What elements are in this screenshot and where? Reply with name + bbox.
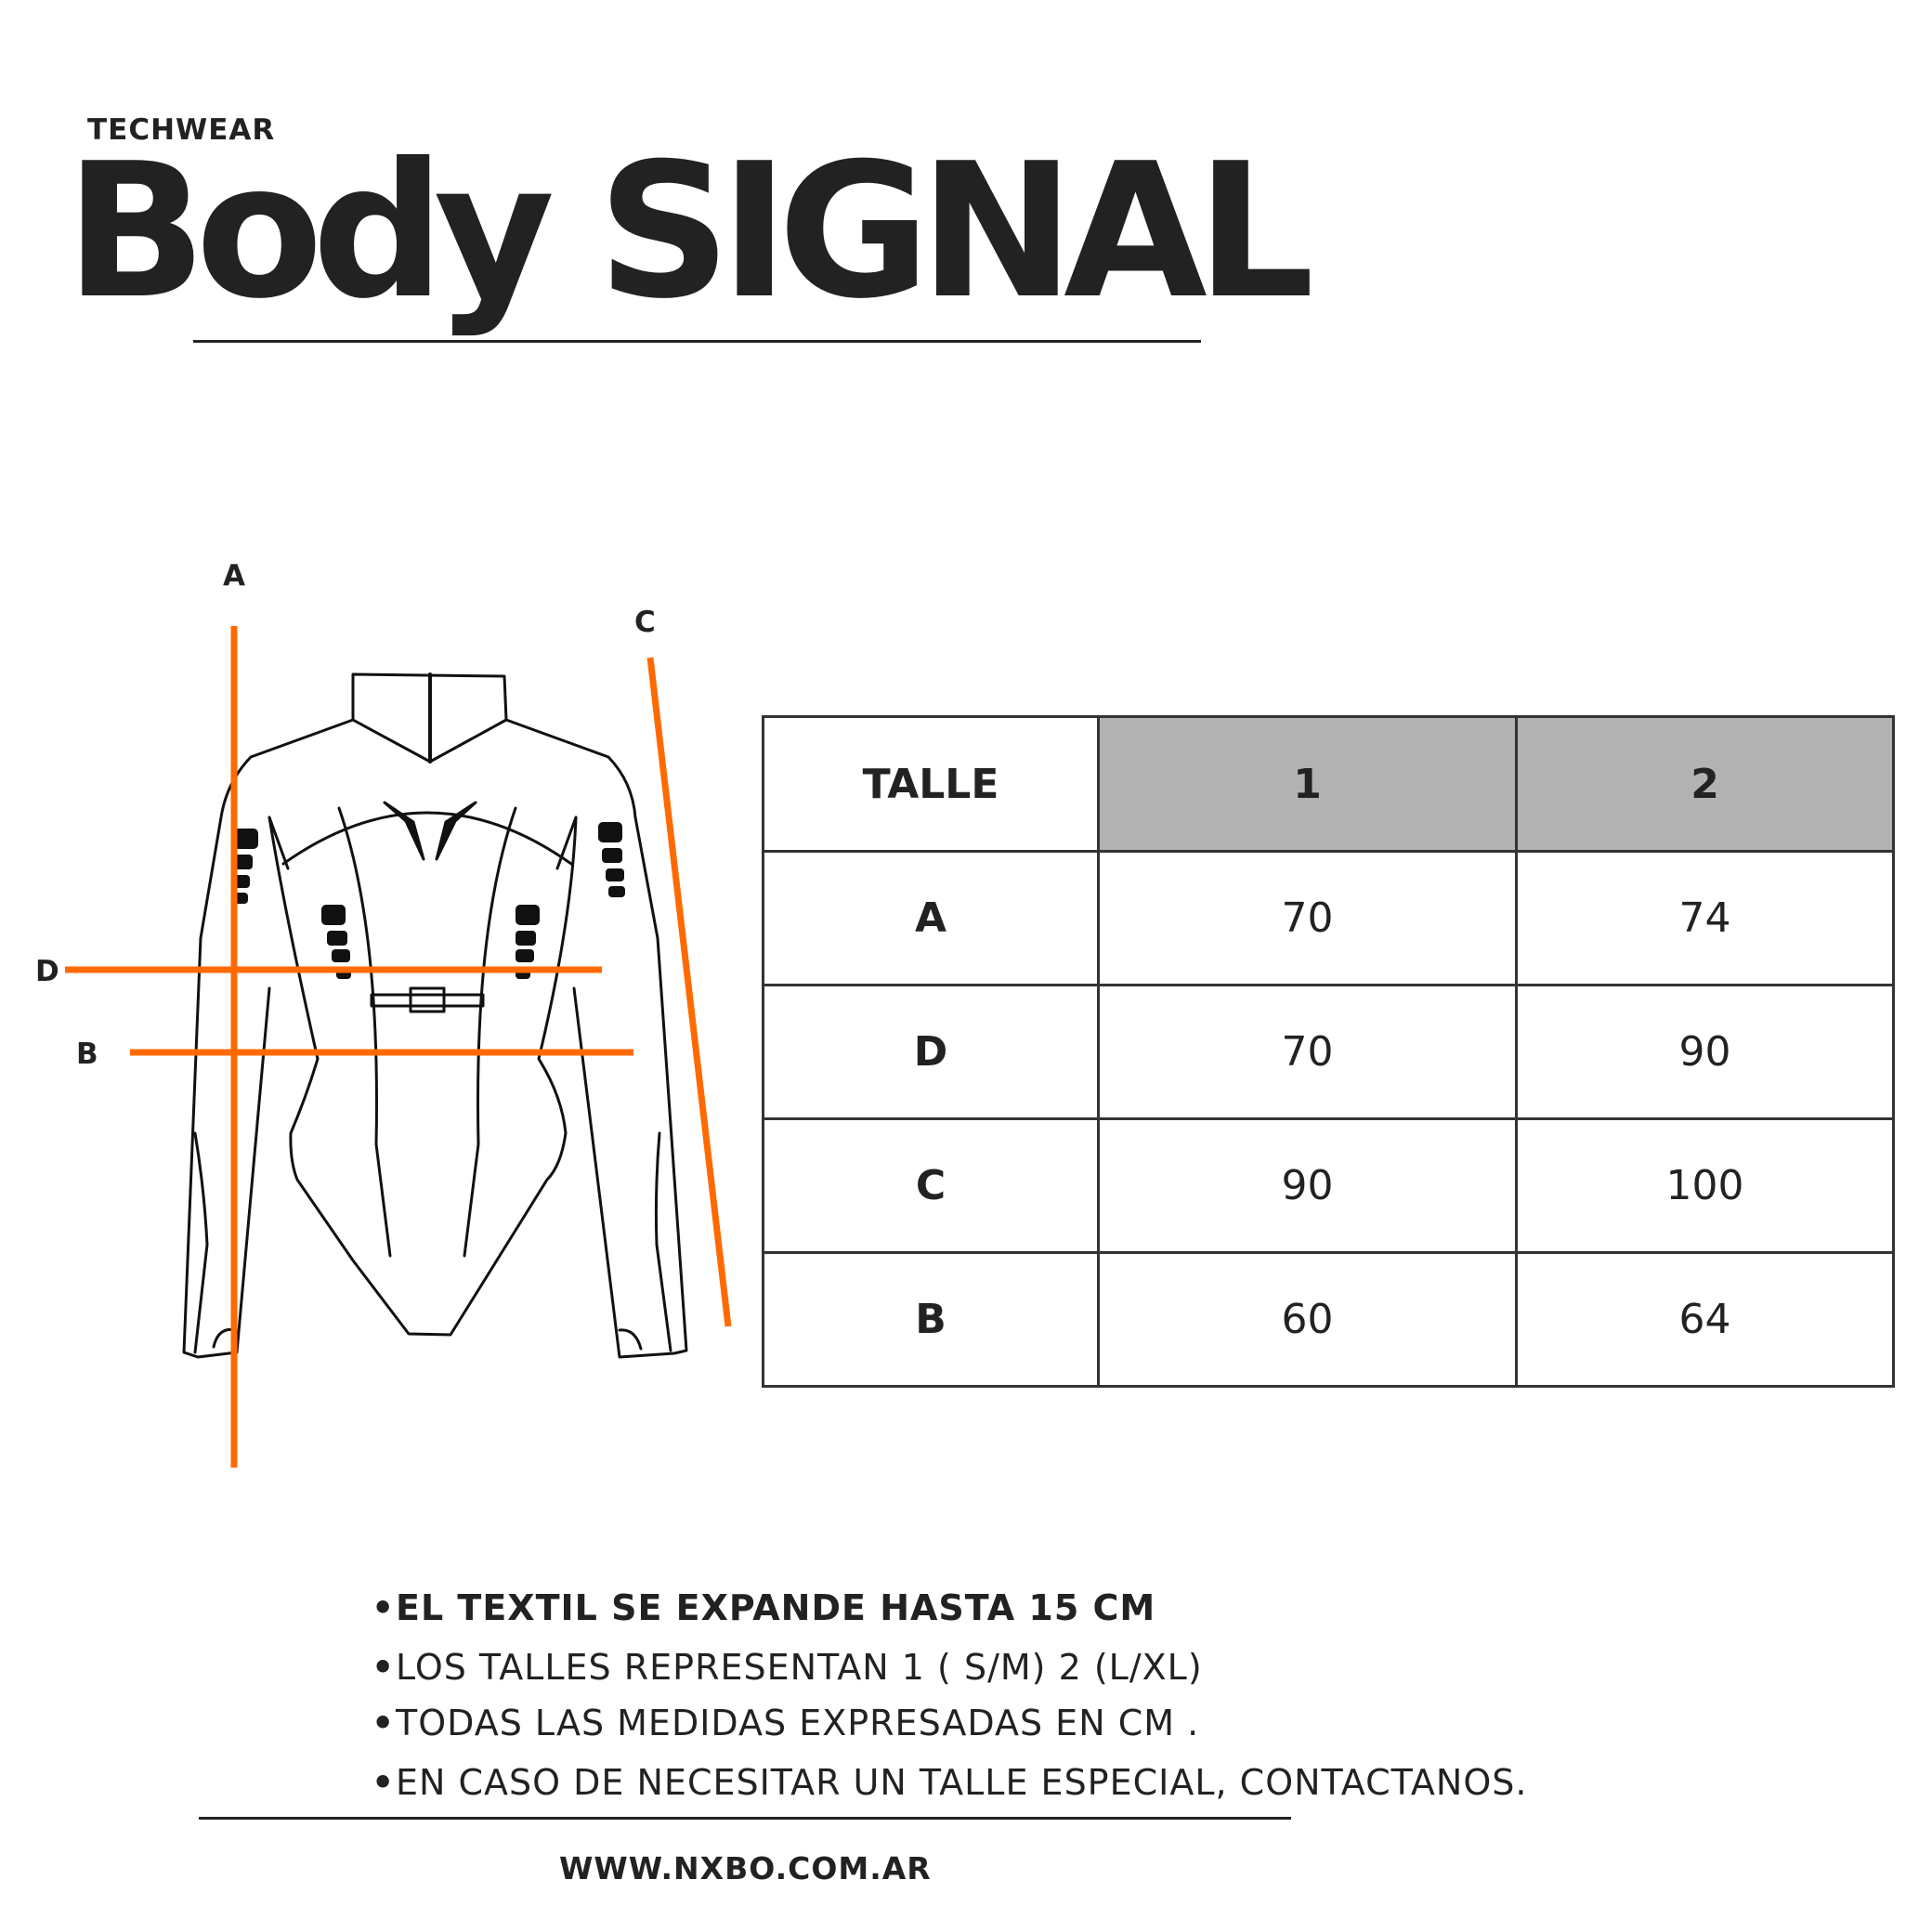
list-item: •LOS TALLES REPRESENTAN 1 ( S/M) 2 (L/XL… (372, 1650, 1527, 1685)
row-label: D (762, 984, 1100, 1120)
header-cell-size-2: 2 (1515, 715, 1895, 853)
footer-divider (199, 1817, 1291, 1820)
bullet-icon: • (372, 1647, 396, 1688)
row-label: C (762, 1117, 1100, 1254)
note-text: LOS TALLES REPRESENTAN 1 ( S/M) 2 (L/XL) (396, 1647, 1203, 1688)
table-row: B 60 64 (762, 1251, 1895, 1388)
size-table: TALLE 1 2 A 70 74 D 70 90 C 90 100 B 60 … (762, 715, 1895, 1388)
table-cell: 74 (1515, 850, 1895, 986)
website-link[interactable]: WWW.NXBO.COM.AR (559, 1850, 932, 1886)
table-cell: 100 (1515, 1117, 1895, 1254)
table-row: C 90 100 (762, 1117, 1895, 1254)
header-cell-size-1: 1 (1097, 715, 1518, 853)
header-cell-talle: TALLE (762, 715, 1100, 853)
brand-eyebrow: TECHWEAR (87, 113, 276, 147)
bullet-icon: • (372, 1762, 396, 1803)
table-cell: 64 (1515, 1251, 1895, 1388)
table-cell: 60 (1097, 1251, 1518, 1388)
table-row: A 70 74 (762, 850, 1895, 986)
bullet-icon: • (372, 1703, 396, 1743)
dimension-label-d: D (35, 955, 59, 988)
measure-line-c (646, 657, 732, 1327)
row-label: B (762, 1251, 1100, 1388)
bullet-icon: • (372, 1587, 396, 1628)
dimension-label-c: C (634, 606, 656, 639)
row-label: A (762, 850, 1100, 986)
table-cell: 70 (1097, 850, 1518, 986)
product-title: Body SIGNAL (65, 124, 1314, 340)
bodysuit-diagram: A C D B (0, 539, 762, 1486)
table-cell: 70 (1097, 984, 1518, 1120)
title-divider (193, 340, 1201, 343)
dimension-label-b: B (76, 1038, 98, 1071)
table-header-row: TALLE 1 2 (762, 715, 1895, 853)
notes-list: •EL TEXTIL SE EXPANDE HASTA 15 CM •LOS T… (372, 1590, 1527, 1800)
list-item: •EL TEXTIL SE EXPANDE HASTA 15 CM (372, 1590, 1527, 1625)
list-item: •TODAS LAS MEDIDAS EXPRESADAS EN CM . (372, 1705, 1527, 1741)
table-cell: 90 (1097, 1117, 1518, 1254)
dimension-label-a: A (223, 559, 245, 593)
note-text: EL TEXTIL SE EXPANDE HASTA 15 CM (396, 1587, 1156, 1628)
note-text: TODAS LAS MEDIDAS EXPRESADAS EN CM . (396, 1703, 1200, 1743)
table-cell: 90 (1515, 984, 1895, 1120)
list-item: •EN CASO DE NECESITAR UN TALLE ESPECIAL,… (372, 1765, 1527, 1800)
note-text: EN CASO DE NECESITAR UN TALLE ESPECIAL, … (396, 1762, 1528, 1803)
bodysuit-outline-icon (65, 626, 732, 1468)
table-row: D 70 90 (762, 984, 1895, 1120)
